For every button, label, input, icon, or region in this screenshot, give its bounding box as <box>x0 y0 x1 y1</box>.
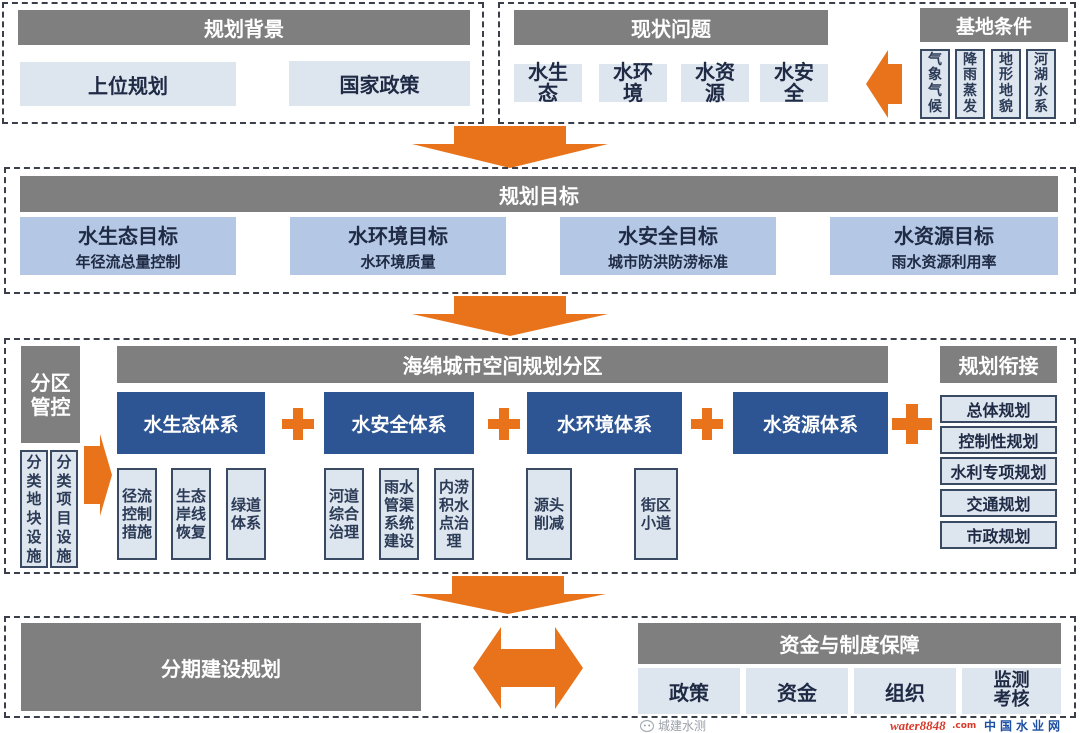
watermark-account: 城建水测 <box>658 719 707 733</box>
goal-subtitle: 年径流总量控制 <box>75 253 181 271</box>
measure-source-reduction: 源头削减 <box>526 468 572 560</box>
linkage-regulatory-plan: 控制性规划 <box>940 426 1057 454</box>
base-condition-label: 河湖水系 <box>1034 51 1048 115</box>
measure-label: 源头削减 <box>533 496 564 532</box>
base-condition-climate: 气象气候 <box>920 49 950 119</box>
goal-subtitle: 城市防洪防涝标准 <box>607 253 728 271</box>
problem-label: 水资源 <box>695 60 735 105</box>
measure-label: 河道综合治理 <box>328 487 359 541</box>
linkage-master-plan: 总体规划 <box>940 395 1057 423</box>
goal-subtitle: 水环境质量 <box>360 253 436 271</box>
system-water-safety: 水安全体系 <box>324 392 474 454</box>
goal-subtitle: 雨水资源利用率 <box>891 253 997 271</box>
problem-item-water-environment: 水环境 <box>599 60 667 105</box>
goal-title: 水资源目标 <box>894 224 994 248</box>
problems-section-frame <box>498 2 1076 124</box>
problem-label: 水安全 <box>774 60 814 105</box>
measure-label: 雨水管渠系统建设 <box>383 478 414 550</box>
measure-ecological-shoreline: 生态岸线恢复 <box>171 468 211 560</box>
problem-label: 水生态 <box>528 60 568 105</box>
measure-greenway: 绿道体系 <box>226 468 266 560</box>
base-condition-label: 气象气候 <box>928 51 942 115</box>
goal-title: 水环境目标 <box>348 224 448 248</box>
goal-water-resources: 水资源目标 雨水资源利用率 <box>830 217 1058 275</box>
measure-label: 内涝积水点治理 <box>438 478 469 550</box>
system-water-resources: 水资源体系 <box>733 392 888 454</box>
background-header: 规划背景 <box>18 10 470 45</box>
measure-label: 生态岸线恢复 <box>175 487 206 541</box>
zone-control-plot-facilities: 分类地块设施 <box>20 450 48 568</box>
spatial-zoning-header: 海绵城市空间规划分区 <box>117 346 888 383</box>
measure-block-lanes: 街区小道 <box>634 468 678 560</box>
watermark-site-suffix: .com <box>952 721 977 731</box>
goals-header: 规划目标 <box>20 176 1058 212</box>
problem-item-water-resources: 水资源 <box>681 60 749 105</box>
arrow-down-icon <box>412 296 608 336</box>
base-condition-water-system: 河湖水系 <box>1026 49 1056 119</box>
problems-header: 现状问题 <box>514 10 828 45</box>
goals-section-frame <box>4 167 1076 294</box>
problem-item-water-safety: 水安全 <box>760 60 828 105</box>
problem-label: 水环境 <box>613 60 653 105</box>
base-condition-rainfall: 降雨蒸发 <box>955 49 985 119</box>
zoning-section-frame <box>4 338 1076 574</box>
measure-river-regulation: 河道综合治理 <box>324 468 364 560</box>
arrow-down-icon <box>412 126 608 168</box>
background-section-frame <box>2 2 484 124</box>
guarantee-funding: 资金 <box>746 668 848 714</box>
wechat-icon <box>639 719 655 733</box>
guarantee-monitoring: 监测考核 <box>962 668 1061 714</box>
measure-label: 街区小道 <box>640 496 671 532</box>
base-condition-label: 地形地貌 <box>999 51 1013 115</box>
system-water-environment: 水环境体系 <box>527 392 682 454</box>
watermark-site-cn: 中国水业网 <box>984 719 1065 733</box>
base-condition-terrain: 地形地貌 <box>991 49 1021 119</box>
zone-control-item-label: 分类项目设施 <box>56 452 72 565</box>
phased-construction-plan: 分期建设规划 <box>21 623 421 711</box>
measure-waterlogging-fix: 内涝积水点治理 <box>434 468 474 560</box>
watermark-site-brand: water8848 <box>890 718 946 733</box>
goal-water-ecology: 水生态目标 年径流总量控制 <box>20 217 236 275</box>
arrow-right-icon <box>84 434 112 516</box>
measure-label: 绿道体系 <box>230 496 261 532</box>
linkage-municipal-plan: 市政规划 <box>940 521 1057 549</box>
plus-icon <box>892 404 932 444</box>
guarantee-header: 资金与制度保障 <box>638 623 1061 664</box>
arrow-down-icon <box>410 576 606 614</box>
goal-title: 水安全目标 <box>618 224 718 248</box>
goal-title: 水生态目标 <box>78 224 178 248</box>
base-condition-label: 降雨蒸发 <box>963 51 977 115</box>
zone-control-label: 分区管控 <box>30 370 71 419</box>
zone-control-header: 分区管控 <box>21 346 80 443</box>
zone-control-item-label: 分类地块设施 <box>26 452 42 565</box>
arrow-left-icon <box>866 50 902 118</box>
linkage-traffic-plan: 交通规划 <box>940 489 1057 517</box>
linkage-water-conservancy-plan: 水利专项规划 <box>940 457 1057 485</box>
plan-linkage-header: 规划衔接 <box>940 346 1057 383</box>
problem-item-water-ecology: 水生态 <box>514 60 582 105</box>
background-item-national-policy: 国家政策 <box>289 61 470 106</box>
implementation-section-frame <box>4 616 1076 718</box>
guarantee-organization: 组织 <box>854 668 956 714</box>
measure-label: 径流控制措施 <box>121 487 152 541</box>
guarantee-monitoring-label: 监测考核 <box>993 670 1030 710</box>
base-conditions-header: 基地条件 <box>920 8 1068 42</box>
plus-icon <box>488 408 520 440</box>
measure-storm-pipe-system: 雨水管渠系统建设 <box>379 468 419 560</box>
measure-runoff-control: 径流控制措施 <box>117 468 157 560</box>
plus-icon <box>282 408 314 440</box>
goal-water-environment: 水环境目标 水环境质量 <box>290 217 506 275</box>
background-item-superior-plan: 上位规划 <box>20 62 236 106</box>
watermark: 城建水测 water8848 .com 中国水业网 <box>639 718 1076 733</box>
double-arrow-icon <box>473 627 583 709</box>
goal-water-safety: 水安全目标 城市防洪防涝标准 <box>560 217 776 275</box>
plus-icon <box>691 408 723 440</box>
zone-control-project-facilities: 分类项目设施 <box>50 450 78 568</box>
system-water-ecology: 水生态体系 <box>117 392 265 454</box>
guarantee-policy: 政策 <box>638 668 740 714</box>
